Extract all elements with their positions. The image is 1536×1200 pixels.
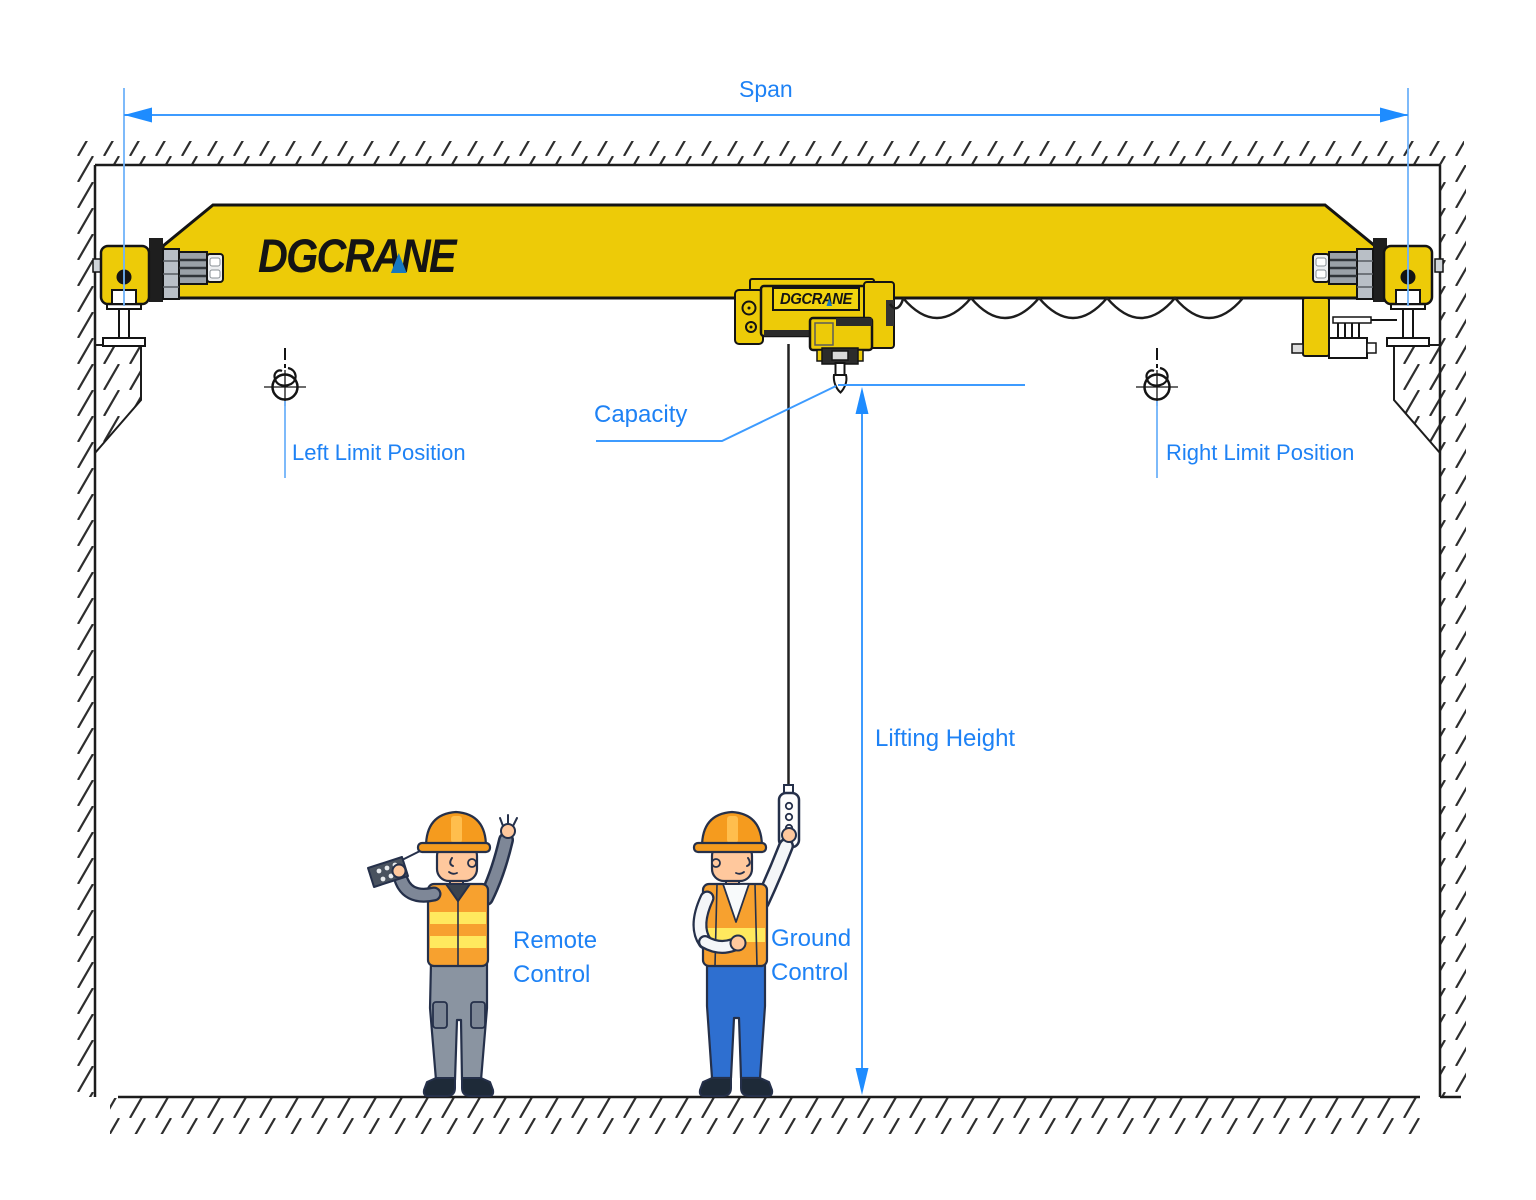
boot-left	[698, 1077, 732, 1097]
right-end-truck	[1382, 244, 1444, 306]
lifting-height-arrow-top	[855, 387, 869, 414]
span-arrow-left	[124, 107, 152, 123]
worker-remote-control	[367, 810, 518, 1097]
capacity-label: Capacity	[594, 401, 688, 428]
hoist-end-detail	[886, 300, 894, 326]
girder-brand-text: DGCRANE	[258, 229, 457, 282]
girder-brand-logo: DGCRANE	[258, 228, 457, 282]
lifting-height-arrow-bottom	[855, 1068, 869, 1095]
span-arrow-right	[1380, 107, 1408, 123]
building-structure	[69, 141, 1466, 1134]
left-wall-hatch	[69, 165, 95, 1097]
left-limit-label: Left Limit Position	[292, 440, 466, 465]
hand-on-pendant	[781, 827, 797, 843]
left-end-truck	[92, 244, 151, 306]
bent-arm-fore	[700, 937, 738, 952]
crane-hook	[832, 362, 848, 394]
boot-right	[740, 1077, 774, 1097]
logo-a-triangle-icon	[390, 253, 407, 273]
collector-box	[1328, 337, 1368, 359]
mouth	[735, 871, 745, 875]
left-drive-unit	[162, 248, 224, 300]
ground-control-line2: Control	[771, 959, 849, 986]
pendant-control	[777, 344, 801, 849]
hook-block	[816, 347, 864, 365]
right-limit-label: Right Limit Position	[1166, 440, 1355, 465]
hoist-brand-logo: DGCRANE	[780, 291, 852, 308]
cargo-pocket-left	[432, 1001, 448, 1029]
boot-left	[422, 1077, 456, 1097]
right-limit-symbol	[1136, 348, 1178, 478]
nose	[449, 857, 454, 867]
vest-stripe	[705, 928, 765, 942]
hat-ridge	[451, 816, 462, 843]
remote-control-line2: Control	[513, 961, 591, 988]
ear	[711, 858, 721, 868]
span-dimension	[123, 88, 1409, 306]
hoist-logo-plate	[772, 287, 860, 311]
left-end-plate	[149, 238, 163, 302]
logo-a-triangle-icon-small	[826, 298, 833, 306]
left-corbel	[94, 344, 142, 456]
mouth	[448, 871, 458, 875]
crane-bridge	[92, 203, 1444, 306]
right-drive-unit	[1312, 248, 1374, 300]
remote-control-line1: Remote	[513, 927, 598, 954]
worker-ground-control	[692, 810, 797, 1097]
hand-on-remote	[391, 863, 407, 879]
ground-control-line1: Ground	[771, 925, 852, 952]
festoon-cables	[888, 296, 1244, 320]
nose	[746, 857, 751, 867]
rope-guide-frame	[734, 289, 764, 345]
feed-bracket	[1302, 297, 1330, 357]
left-limit-symbol	[264, 348, 306, 478]
holding-arm	[394, 870, 440, 901]
power-feed-assembly	[1291, 297, 1397, 359]
jeans	[705, 960, 767, 1080]
cargo-pocket-right	[470, 1001, 486, 1029]
hat-brim	[416, 841, 492, 854]
ground-control-label: Ground Control	[771, 922, 851, 990]
hat-ridge	[727, 816, 738, 843]
right-corbel	[1393, 344, 1441, 456]
right-rail	[1386, 299, 1430, 347]
capacity-leader	[596, 384, 1025, 442]
hat-brim	[692, 841, 768, 854]
ceiling-hatch	[72, 141, 1464, 165]
right-wall-hatch	[1440, 165, 1466, 1097]
floor-hatch	[110, 1098, 1422, 1134]
hoist-trolley	[734, 278, 895, 394]
boot-right	[461, 1077, 495, 1097]
lifting-height-label: Lifting Height	[875, 725, 1016, 752]
hoist-motor-band	[836, 318, 872, 326]
belly-hand	[729, 934, 747, 952]
left-rail	[102, 299, 146, 347]
right-buffer	[1434, 258, 1444, 273]
ear	[467, 858, 477, 868]
pants	[428, 960, 489, 1082]
lifting-height-dimension	[855, 387, 869, 1095]
span-label: Span	[739, 76, 793, 102]
remote-control-label: Remote Control	[513, 924, 597, 992]
hoist-brand-text: DGCRANE	[780, 291, 852, 308]
